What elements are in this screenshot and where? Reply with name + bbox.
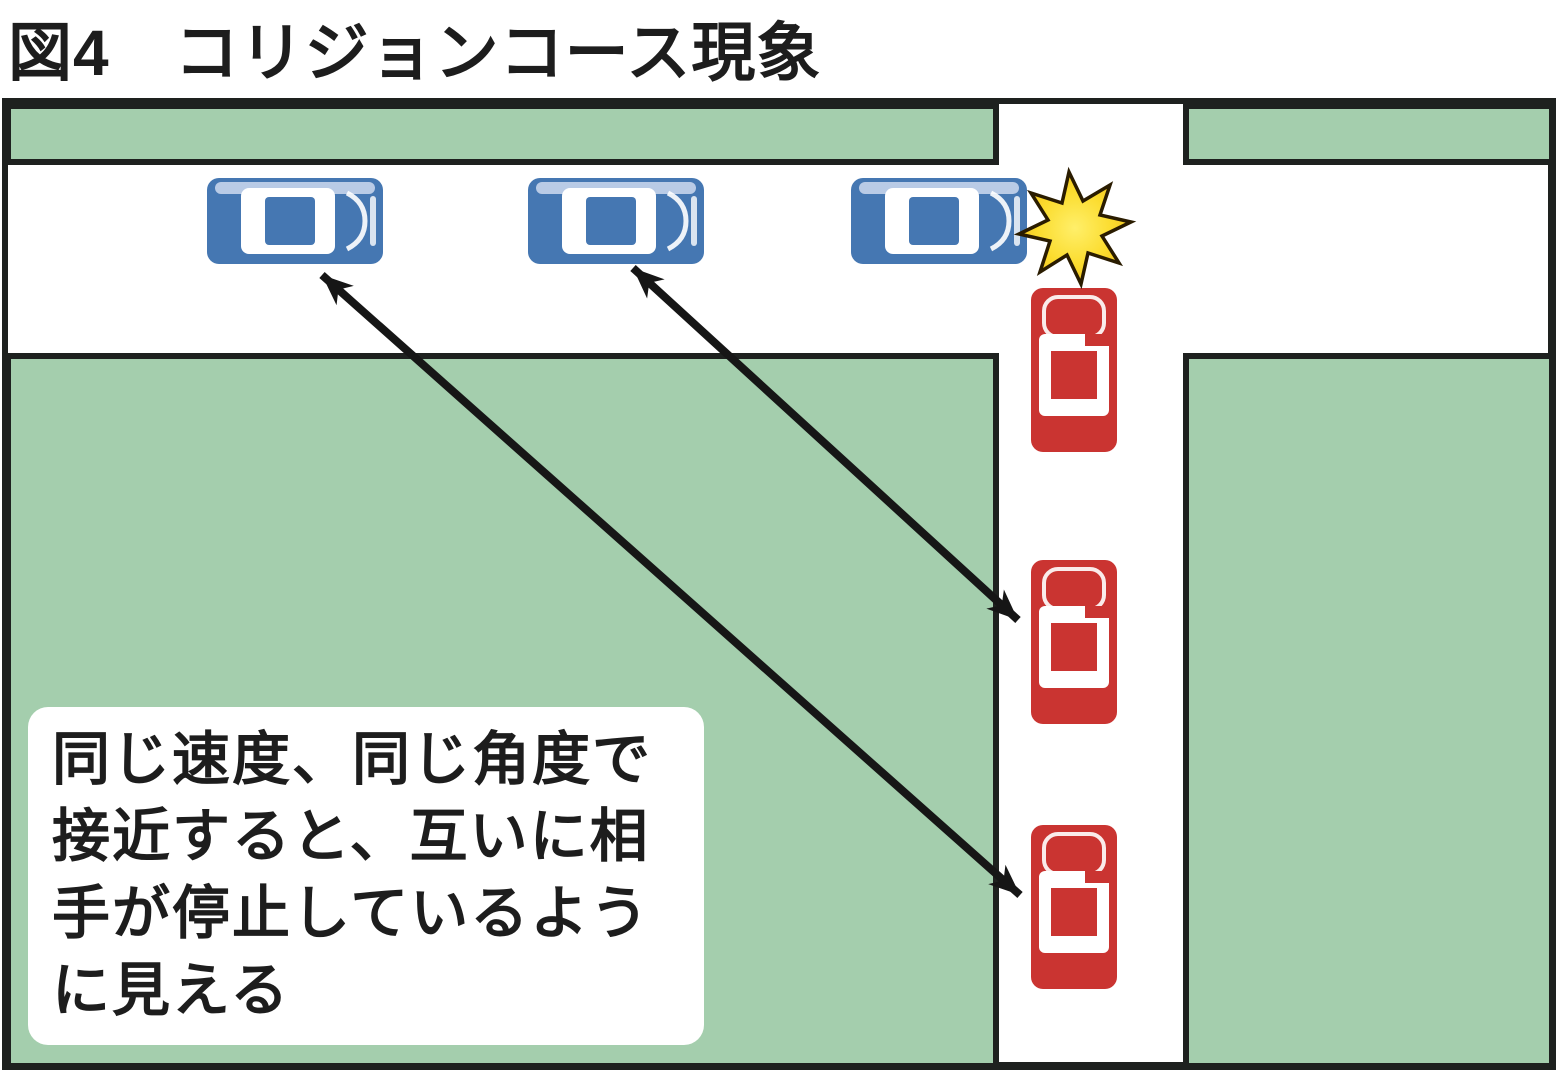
callout-line: に見える — [52, 958, 291, 1023]
red-car-1 — [1029, 286, 1119, 454]
figure-title: 図4 コリジョンコース現象 — [8, 17, 822, 89]
red-car-2 — [1029, 558, 1119, 726]
blue-car-1 — [207, 178, 383, 264]
callout-box: 同じ速度、同じ角度で 接近すると、互いに相 手が停止しているよう に見える — [28, 707, 704, 1045]
callout-line: 同じ速度、同じ角度で — [52, 727, 653, 792]
blue-car-2 — [528, 178, 704, 264]
grass-bottom-right — [1183, 353, 1555, 1069]
callout-line: 手が停止しているよう — [52, 881, 651, 946]
blue-car-3 — [851, 178, 1027, 264]
grass-top-left — [5, 103, 999, 165]
red-car-3 — [1029, 823, 1119, 991]
sight-line-arrow-2 — [630, 265, 1021, 623]
callout-line: 接近すると、互いに相 — [52, 804, 650, 869]
collision-star-icon — [1013, 166, 1137, 290]
grass-top-right — [1183, 103, 1555, 165]
